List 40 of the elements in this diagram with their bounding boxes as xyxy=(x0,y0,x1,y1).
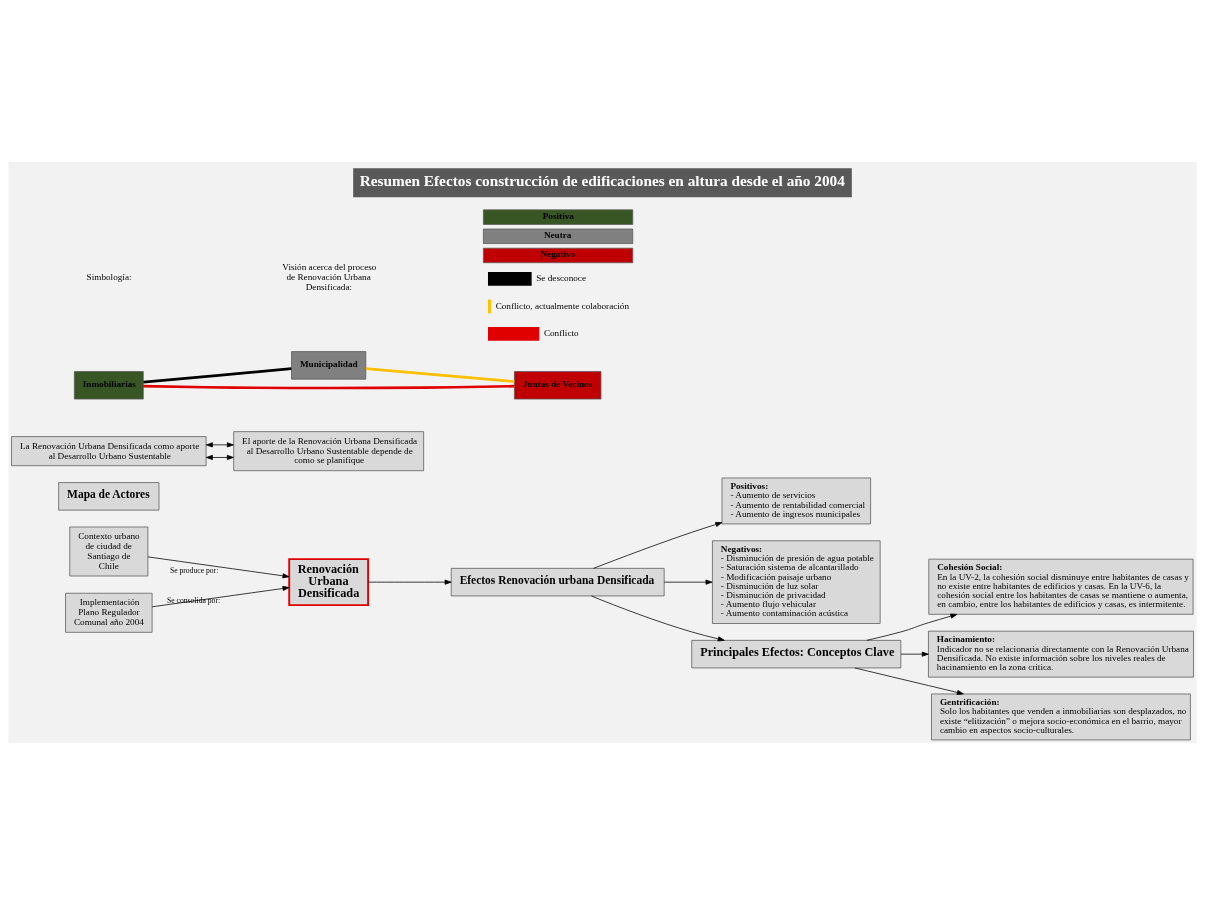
node-box: Juntas de Vecinos xyxy=(514,370,602,399)
legend-label: Negativo xyxy=(540,248,576,259)
node-box: Efectos Renovación urbana Densificada xyxy=(450,567,665,596)
connector xyxy=(365,366,515,383)
legend-label: Conflicto, actualmente colaboración xyxy=(495,300,630,311)
node-box: Municipalidad xyxy=(291,350,367,380)
arrow xyxy=(205,441,234,447)
arrow xyxy=(151,585,290,607)
diagram-title: Resumen Efectos construcción de edificaciones en altura desde el año 2004 xyxy=(359,171,845,189)
arrow xyxy=(854,667,964,695)
arrow xyxy=(900,651,929,657)
legend-label: Neutra xyxy=(543,229,572,240)
edge-label: Se consolida por: xyxy=(167,595,221,605)
node-box: Cohesión Social: En la UV-2, la cohesión social disminuye entre habitantes de casas y no existe entre habitantes de edificios y casas. En la UV-6, la cohesión social entre los habitantes de casas se mantiene o aumenta, en cambio, entre los habitantes de edificios y casas, es intermitente. xyxy=(928,558,1194,615)
connector xyxy=(143,384,515,389)
arrow xyxy=(593,521,723,569)
node-box: Positivos: - Aumento de servicios - Aumento de rentabilidad comercial - Aumento de ingresos municipales xyxy=(721,477,871,524)
node-box: El aporte de la Renovación Urbana Densificada al Desarrollo Urbano Sustentable depende de como se planifique xyxy=(233,430,425,471)
edge-label: Se produce por: xyxy=(169,565,219,575)
legend-label: Conflicto xyxy=(543,327,579,338)
node-box: Negativos: - Disminución de presión de agua potable - Saturación sistema de alcantarillado - Modificación paisaje urbano - Disminución de luz solar - Disminución de privacidad - Aumento flujo vehicular - Aumento contaminación acústica xyxy=(712,539,881,624)
node-box: Gentrificación: Solo los habitantes que venden a inmobiliarias son desplazados, no existe “elitización” o mejora socio-económica en el barrio, mayor cambio en aspectos socio-culturales. xyxy=(931,693,1191,740)
node-box: Contexto urbano de ciudad de Santiago de Chile xyxy=(69,526,149,576)
node-box: Hacinamiento: Indicador no se relacionaria directamente con la Renovación Urbana Densificada. No existe información sobre los niveles reales de hacinamiento en la zona critica. xyxy=(928,630,1194,677)
node-box: Principales Efectos: Conceptos Clave xyxy=(691,639,902,668)
node-box: Implementación Plano Regulador Comunal año 2004 xyxy=(65,592,153,633)
arrow xyxy=(367,579,452,585)
node-box: Mapa de Actores xyxy=(58,481,160,511)
node-box: Inmobiliarias xyxy=(73,370,144,399)
node-box: Renovación Urbana Densificada xyxy=(288,557,370,606)
legend-label: Se desconoce xyxy=(536,272,586,283)
connector xyxy=(143,366,292,384)
label: Visión acerca del proceso de Renovación Urbana Densificada: xyxy=(282,261,377,292)
arrow xyxy=(663,579,713,585)
arrow xyxy=(591,595,725,641)
label: Simbología: xyxy=(86,271,132,282)
legend-label: Positiva xyxy=(542,210,574,221)
arrow xyxy=(205,454,234,460)
arrow xyxy=(147,556,290,578)
node-box: La Renovación Urbana Densificada como aporte al Desarrollo Urbano Sustentable xyxy=(11,435,207,466)
